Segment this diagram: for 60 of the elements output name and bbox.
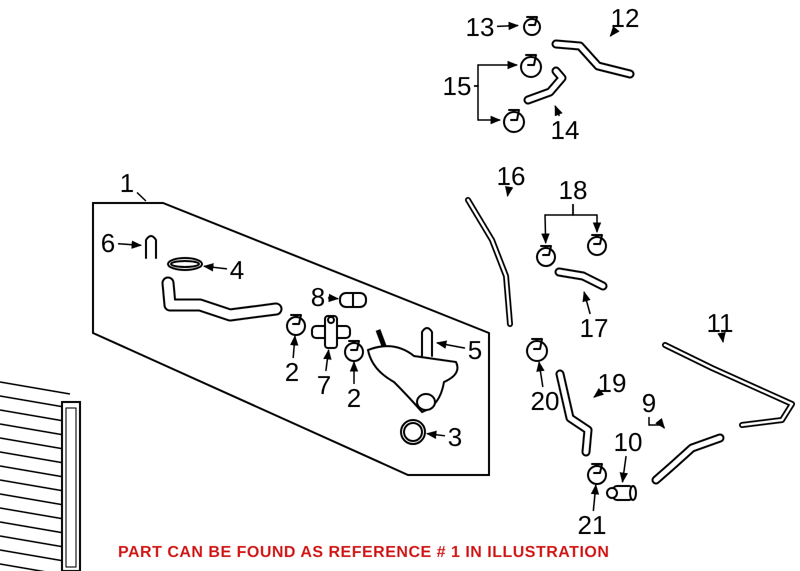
leader-line [136, 192, 146, 202]
leader-line [350, 360, 358, 384]
callout-number: 11 [703, 309, 737, 337]
hose-clamp-drawing [517, 52, 545, 78]
hose-clamp-drawing [533, 243, 559, 267]
leader-line [536, 360, 545, 388]
leader-line [323, 348, 332, 372]
o-ring-drawing [399, 418, 427, 446]
hose-clamp-drawing [284, 312, 308, 336]
callout-number: 21 [575, 511, 609, 539]
callout-number: 2 [344, 384, 364, 412]
callout-number: 6 [98, 229, 118, 257]
callout-number: 17 [577, 314, 611, 342]
callout-number: 9 [639, 389, 659, 417]
leader-line [717, 332, 726, 344]
leader-line [496, 22, 520, 30]
leader-line [572, 204, 602, 234]
callout-number: 10 [611, 428, 645, 456]
hose-drawing [553, 266, 608, 292]
hose-clamp-drawing [584, 461, 610, 485]
leader-line [620, 456, 628, 484]
callout-number: 16 [494, 162, 528, 190]
callout-number: 20 [528, 387, 562, 415]
leader-line [610, 26, 620, 37]
callout-number: 14 [548, 116, 582, 144]
o-ring-drawing [166, 256, 204, 272]
leader-line [582, 291, 591, 314]
callout-number: 3 [445, 423, 465, 451]
flange-drawing [308, 314, 354, 350]
hose-clamp-drawing [584, 232, 610, 256]
callout-number: 15 [440, 72, 474, 100]
leader-line [554, 105, 563, 116]
callout-number: 4 [227, 256, 247, 284]
leader-line [202, 263, 228, 272]
leader-line [593, 388, 604, 398]
callout-number: 2 [282, 358, 302, 386]
leader-line [436, 340, 466, 349]
callout-number: 7 [314, 371, 334, 399]
leader-line [505, 186, 514, 198]
callout-number: 18 [556, 176, 590, 204]
hose-clamp-drawing [500, 107, 528, 133]
valve-drawing [605, 482, 637, 504]
leader-line [118, 240, 142, 249]
callout-number: 5 [465, 336, 485, 364]
callout-number: 19 [595, 369, 629, 397]
leader-line [426, 430, 446, 439]
leader-line [290, 334, 298, 358]
callout-number: 1 [117, 169, 137, 197]
leader-line [648, 417, 666, 429]
callout-number: 13 [463, 13, 497, 41]
leader-line [590, 484, 600, 512]
note-text: PART CAN BE FOUND AS REFERENCE # 1 IN ILLUSTRATION [118, 544, 610, 562]
kit-panel [91, 201, 491, 477]
leader-line [474, 85, 502, 124]
callout-number: 8 [308, 283, 328, 311]
hose-clamp-drawing [342, 338, 366, 362]
cap-drawing [338, 290, 368, 310]
callout-number: 12 [608, 4, 642, 32]
leader-line [328, 294, 340, 302]
pipe-drawing [662, 342, 798, 428]
